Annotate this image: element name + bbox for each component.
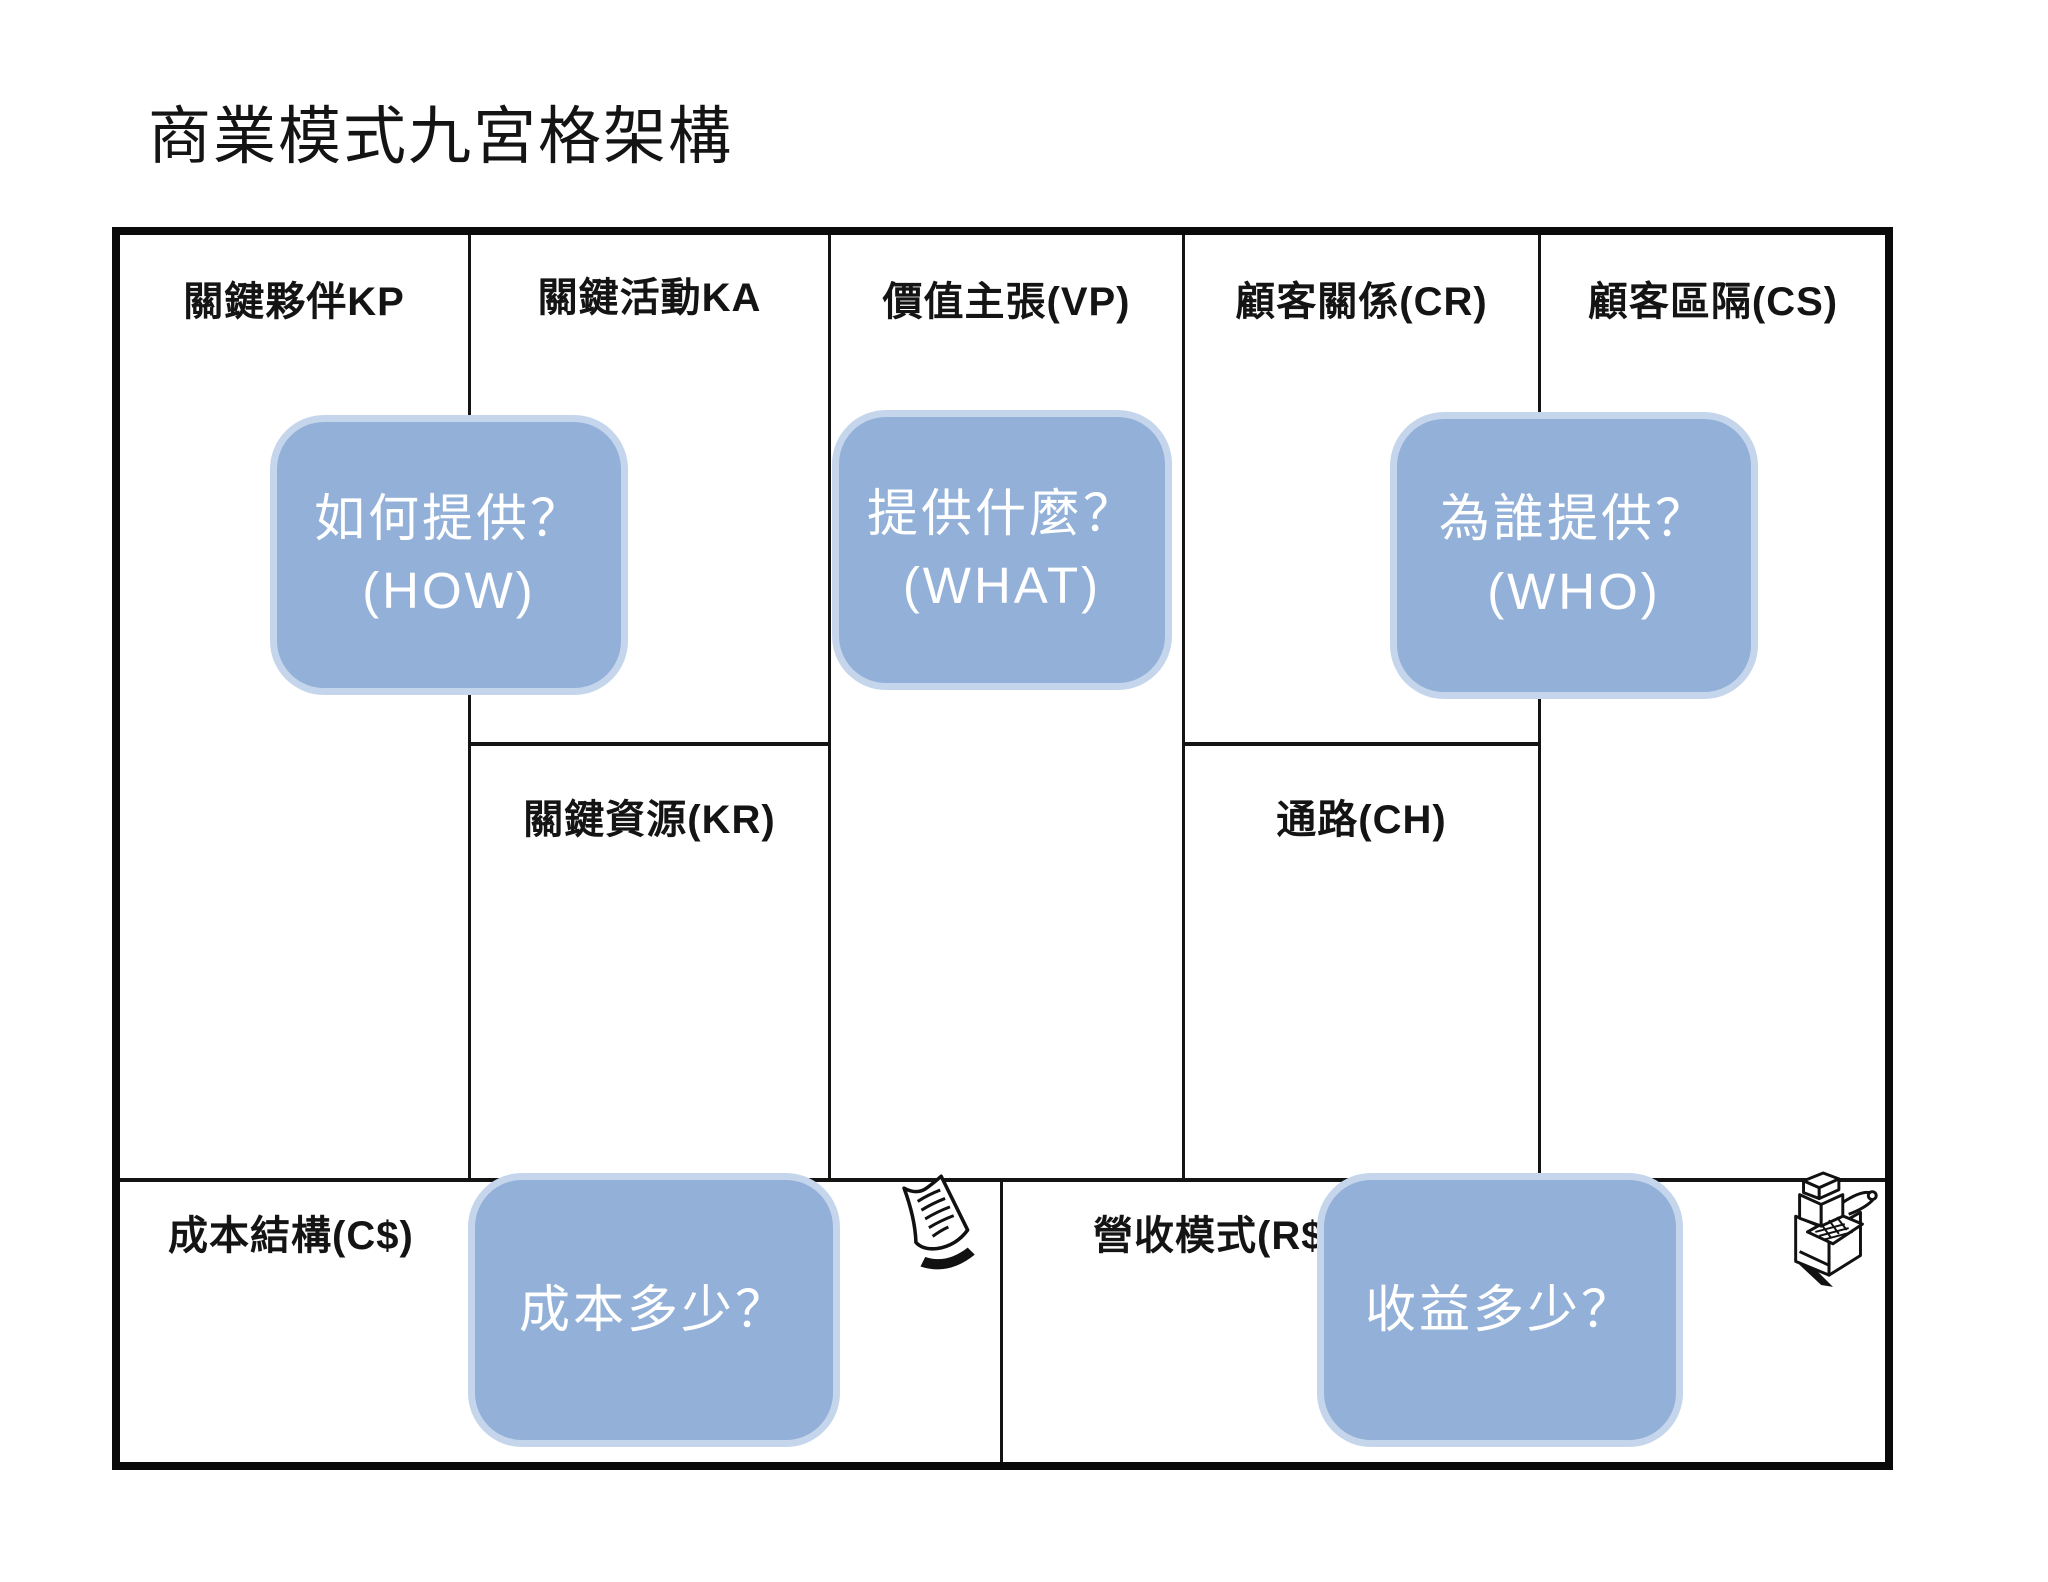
- callout-who-line1: 為誰提供？: [1438, 490, 1709, 548]
- cell-label-customer-relationships: 顧客關係(CR): [1235, 280, 1488, 324]
- callout-how-line2: (HOW): [362, 562, 536, 619]
- canvas-grid: 關鍵夥伴KP 關鍵活動KA 價值主張(VP) 顧客關係(CR) 顧客區隔(CS)…: [112, 227, 1893, 1470]
- callout-how-line1: 如何提供？: [313, 489, 584, 547]
- divider-cr-cs: [1538, 235, 1541, 1178]
- callout-who: 為誰提供？ (WHO): [1390, 412, 1758, 699]
- cell-label-key-activities: 關鍵活動KA: [537, 276, 762, 320]
- cell-label-cost-structure: 成本結構(C$): [168, 1214, 414, 1258]
- cell-label-value-proposition: 價值主張(VP): [882, 280, 1131, 324]
- callout-who-line2: (WHO): [1487, 562, 1661, 620]
- callout-cost: 成本多少？: [468, 1173, 840, 1447]
- cell-label-channels: 通路(CH): [1276, 798, 1447, 842]
- divider-ka-vp: [828, 235, 831, 1178]
- callout-revenue: 收益多少？: [1317, 1173, 1683, 1447]
- receipt-note-icon: [902, 1174, 975, 1270]
- callout-what-line1: 提供什麼？: [866, 484, 1137, 542]
- divider-bottom-row: [120, 1178, 1885, 1182]
- divider-vp-cr: [1182, 235, 1185, 1178]
- divider-ka-kr: [468, 742, 831, 746]
- callout-what: 提供什麼？ (WHAT): [832, 410, 1172, 690]
- callout-what-line2: (WHAT): [902, 557, 1102, 614]
- callout-revenue-line1: 收益多少？: [1364, 1280, 1635, 1338]
- cell-label-key-partners: 關鍵夥伴KP: [183, 280, 405, 324]
- divider-cr-ch: [1182, 742, 1541, 746]
- divider-cost-revenue: [1000, 1182, 1003, 1462]
- cell-label-revenue-model: 營收模式(R$): [1093, 1214, 1339, 1258]
- callout-cost-line1: 成本多少？: [518, 1280, 789, 1338]
- cash-register-icon: [1793, 1171, 1878, 1287]
- page-title: 商業模式九宮格架構: [148, 102, 733, 172]
- cell-label-key-resources: 關鍵資源(KR): [523, 798, 776, 842]
- callout-how: 如何提供？ (HOW): [270, 415, 628, 695]
- cell-label-customer-segments: 顧客區隔(CS): [1587, 280, 1839, 324]
- divider-kp-ka: [468, 235, 471, 1178]
